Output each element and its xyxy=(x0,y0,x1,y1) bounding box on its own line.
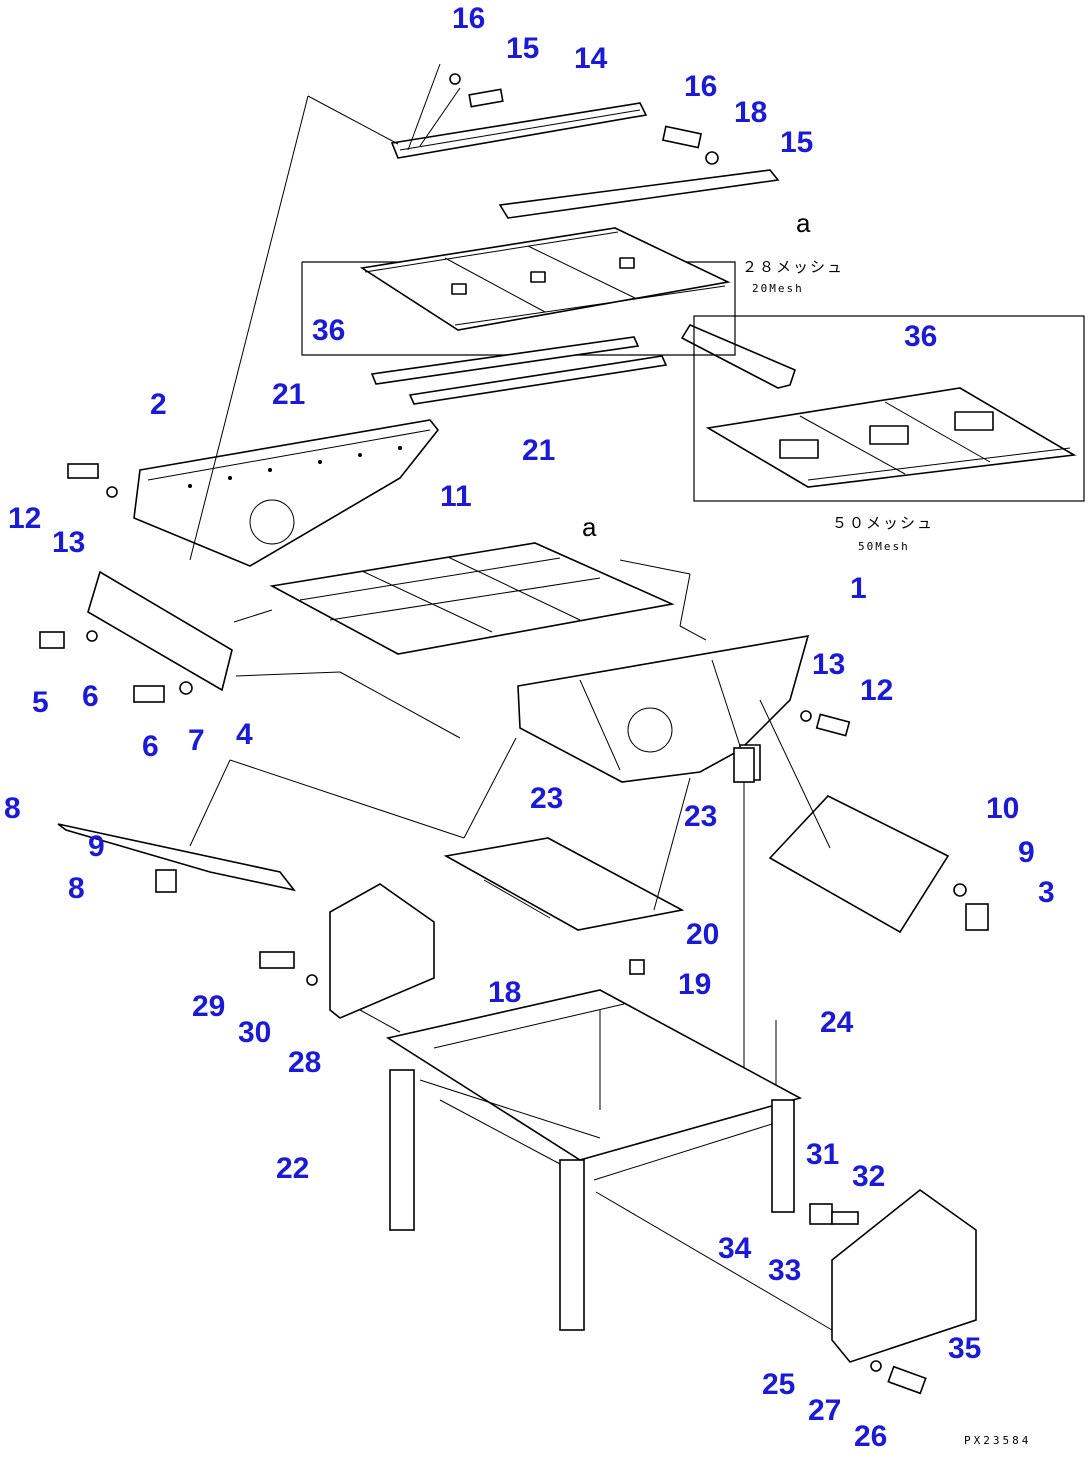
clamp-rail-lower xyxy=(408,355,668,405)
callout-19: 19 xyxy=(678,968,711,1001)
callout-15-top: 15 xyxy=(506,32,539,65)
bolt-upper-left xyxy=(449,73,504,108)
callout-6-left: 6 xyxy=(82,680,99,713)
callout-1: 1 xyxy=(850,572,867,605)
callout-36-right: 36 xyxy=(904,320,937,353)
side-cover-right xyxy=(768,795,950,934)
callout-31: 31 xyxy=(806,1138,839,1171)
view-marker-a-mid: a xyxy=(582,512,597,542)
deck-frame xyxy=(269,542,675,655)
callout-5: 6 xyxy=(142,730,159,763)
callout-2: 2 xyxy=(150,388,167,421)
callout-21-bottom: 21 xyxy=(522,434,555,467)
view-marker-a-top: a xyxy=(796,208,811,238)
callout-35: 35 xyxy=(948,1332,981,1365)
drawing-code: PX23584 xyxy=(964,1434,1031,1447)
callout-29: 29 xyxy=(192,990,225,1023)
callout-33: 33 xyxy=(768,1254,801,1287)
callout-26: 26 xyxy=(854,1420,887,1453)
stand-frame xyxy=(385,989,803,1331)
bolt-upper-right xyxy=(661,125,719,165)
side-rail-upper xyxy=(390,102,648,159)
callout-4: 5 xyxy=(32,686,49,719)
callout-14-right: 15 xyxy=(780,126,813,159)
callout-16-top: 16 xyxy=(452,2,485,35)
callout-23-right: 23 xyxy=(684,800,717,833)
callout-3: 4 xyxy=(236,718,253,751)
callout-10: 10 xyxy=(986,792,1019,825)
callout-11: 11 xyxy=(440,480,472,513)
guard-right xyxy=(831,1188,977,1363)
callout-12-right: 12 xyxy=(860,674,893,707)
callout-8-left: 8 xyxy=(68,872,85,905)
mesh-50-option-frame xyxy=(693,315,1085,502)
callout-16-right: 18 xyxy=(734,96,767,129)
guard-left xyxy=(329,883,435,1019)
mesh-50-label-en: 50Mesh xyxy=(858,540,910,553)
hopper-tray xyxy=(443,837,685,931)
callout-23-left: 23 xyxy=(530,782,563,815)
scraper-blade xyxy=(57,823,296,892)
cover-plate xyxy=(87,570,233,692)
notes: a a ２８メッシュ 20Mesh ５０メッシュ 50Mesh PX23584 xyxy=(582,208,1031,1447)
callout-36-top: 36 xyxy=(312,314,345,347)
spring-mount xyxy=(733,747,777,1180)
screen-mesh-50 xyxy=(705,387,1077,488)
option-arrow xyxy=(681,324,796,389)
callout-20: 20 xyxy=(686,918,719,951)
mesh-50-label-jp: ５０メッシュ xyxy=(832,514,934,532)
callout-24: 24 xyxy=(820,1006,854,1039)
callout-28: 28 xyxy=(288,1046,321,1079)
callout-13-right: 13 xyxy=(812,648,845,681)
callout-8-right: 3 xyxy=(1038,876,1055,909)
callout-9-left: 9 xyxy=(88,830,105,863)
mesh-20-label-jp: ２８メッシュ xyxy=(742,258,844,276)
clamp-rail-upper xyxy=(370,336,640,385)
callout-9-right: 9 xyxy=(1018,836,1035,869)
side-rail-lower xyxy=(498,169,780,219)
callout-13-left: 13 xyxy=(52,526,85,559)
callout-12-left: 12 xyxy=(8,502,41,535)
callout-6-right: 7 xyxy=(188,724,205,757)
callout-27: 27 xyxy=(808,1394,841,1427)
mesh-20-label-en: 20Mesh xyxy=(752,282,804,295)
hardware-bolts xyxy=(39,463,989,1395)
callout-25: 25 xyxy=(762,1368,795,1401)
phantom-lines xyxy=(189,63,833,1331)
callout-21-left: 21 xyxy=(272,378,305,411)
callout-15-right: 16 xyxy=(684,70,717,103)
callout-34: 34 xyxy=(718,1232,752,1265)
callout-labels: 16 15 14 16 18 15 36 36 21 21 2 11 12 13… xyxy=(4,2,1055,1453)
callout-18: 18 xyxy=(488,976,521,1009)
callout-30: 30 xyxy=(238,1016,271,1049)
screen-mesh-20 xyxy=(359,227,731,331)
side-plate-left xyxy=(133,419,440,567)
callout-32: 32 xyxy=(852,1160,885,1193)
callout-7: 8 xyxy=(4,792,21,825)
callout-14-top: 14 xyxy=(574,42,608,75)
callout-22: 22 xyxy=(276,1152,309,1185)
